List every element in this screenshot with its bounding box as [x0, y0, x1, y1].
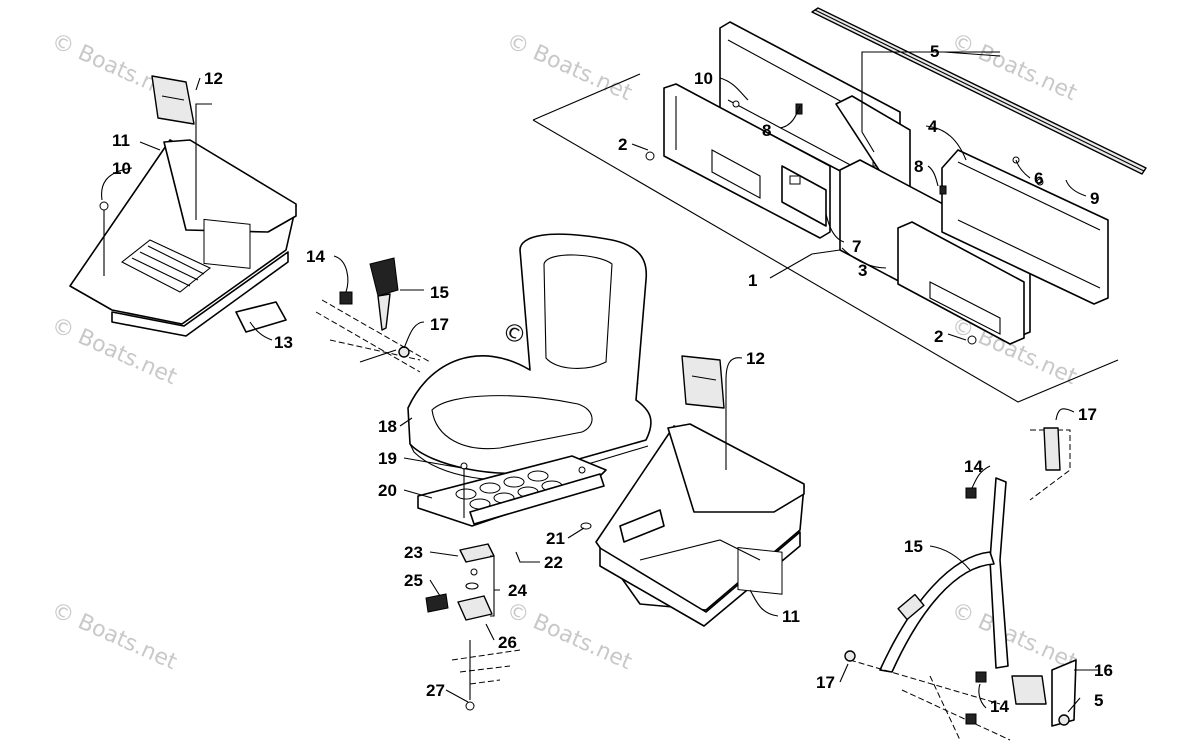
bolt-icon — [339, 291, 353, 305]
seat-base-edge — [111, 251, 289, 337]
seat-cushion — [407, 233, 652, 481]
bolt-icon — [965, 487, 977, 499]
base-bracket — [235, 301, 287, 333]
callout-26: 26 — [498, 633, 517, 652]
callout-18: 18 — [378, 417, 397, 436]
leader-lines — [101, 51, 1098, 713]
screw-icon — [732, 100, 740, 108]
rear-panel-assembly — [532, 7, 1147, 403]
callout-22: 22 — [544, 553, 563, 572]
belt-buckle-tongue — [897, 593, 925, 621]
callout-15: 15 — [430, 283, 449, 302]
callout-10: 10 — [112, 159, 131, 178]
callout-14: 14 — [990, 697, 1009, 716]
watermark-text: © Boats.net — [503, 598, 636, 676]
callout-10: 10 — [694, 69, 713, 88]
assembly-boundary-line — [532, 119, 1119, 403]
callout-15: 15 — [904, 537, 923, 556]
seatbelt-assembly — [844, 427, 1077, 741]
watermark-text: © Boats.net — [503, 29, 636, 107]
callout-17: 17 — [816, 673, 835, 692]
belt-retractor — [1011, 675, 1047, 705]
latch-plate — [459, 543, 495, 563]
callout-17: 17 — [430, 315, 449, 334]
callout-2: 2 — [934, 327, 943, 346]
washer-icon — [580, 522, 592, 530]
callout-8: 8 — [914, 157, 923, 176]
callout-20: 20 — [378, 481, 397, 500]
nut-icon — [1058, 714, 1070, 726]
screw-icon — [578, 466, 586, 474]
callout-9: 9 — [1090, 189, 1099, 208]
screw-icon — [645, 151, 655, 161]
storage-lid — [681, 355, 725, 409]
left-seat-base — [69, 75, 297, 337]
callout-27: 27 — [426, 681, 445, 700]
seat-cushion-shell — [407, 233, 652, 475]
callout-2: 2 — [618, 135, 627, 154]
callout-1: 1 — [748, 271, 757, 290]
callout-16: 16 — [1094, 661, 1113, 680]
latch-bracket — [457, 595, 493, 621]
seat-frame — [417, 455, 607, 530]
callout-24: 24 — [508, 581, 527, 600]
callout-14: 14 — [964, 457, 983, 476]
callouts: 5 10 8 2 4 8 6 9 7 3 1 2 12 11 10 13 14 … — [112, 42, 1113, 716]
upper-anchor — [1043, 427, 1061, 471]
seat-base-cutout — [203, 218, 251, 269]
nut-icon — [844, 650, 856, 662]
right-side-panel — [941, 149, 1109, 305]
callout-5: 5 — [930, 42, 939, 61]
seat-base-backrest — [667, 423, 805, 513]
callout-5: 5 — [1094, 691, 1103, 710]
callout-17: 17 — [1078, 405, 1097, 424]
nut-icon — [398, 346, 410, 358]
callout-3: 3 — [858, 261, 867, 280]
assembly-boundary-line — [532, 73, 641, 121]
callout-14: 14 — [306, 247, 325, 266]
callout-7: 7 — [852, 237, 861, 256]
screw-icon — [967, 335, 977, 345]
seat-base-cutout — [737, 547, 783, 595]
callout-11: 11 — [112, 131, 130, 150]
callout-25: 25 — [404, 571, 423, 590]
bolt-icon — [975, 671, 987, 683]
callout-4: 4 — [928, 117, 938, 136]
callout-12: 12 — [204, 69, 223, 88]
latch-handle — [425, 593, 449, 613]
right-seat-base — [595, 355, 805, 627]
callout-19: 19 — [378, 449, 397, 468]
screw-icon — [99, 201, 109, 211]
clip-icon — [939, 185, 947, 195]
watermark-text: © Boats.net — [948, 598, 1081, 676]
callout-8: 8 — [762, 121, 771, 140]
bolt-icon — [465, 701, 475, 711]
callout-12: 12 — [746, 349, 765, 368]
callout-11: 11 — [782, 607, 800, 626]
callout-23: 23 — [404, 543, 423, 562]
seatbelt-buckle-assembly — [315, 257, 431, 373]
seat-base-backrest — [163, 139, 297, 233]
callout-21: 21 — [546, 529, 565, 548]
callout-6: 6 — [1034, 169, 1043, 188]
callout-13: 13 — [274, 333, 293, 352]
screw-icon — [1036, 178, 1044, 186]
watermark-text: © Boats.net — [948, 29, 1081, 107]
lower-right-panel — [897, 221, 1025, 345]
buckle-icon — [369, 257, 399, 297]
bolt-icon — [965, 713, 977, 725]
seat-bottom-panel — [431, 395, 593, 450]
storage-lid — [151, 75, 195, 125]
watermark-text: © Boats.net — [48, 598, 181, 676]
seat-back-panel — [543, 254, 613, 369]
